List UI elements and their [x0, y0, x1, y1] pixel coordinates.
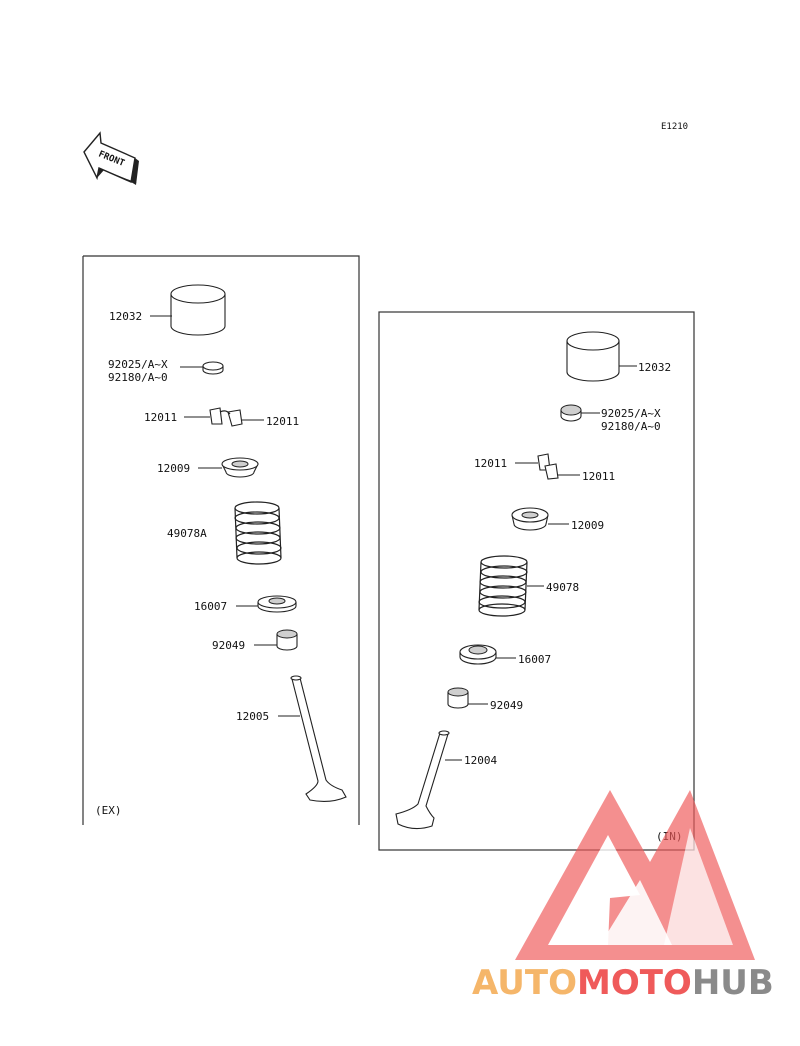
spring-49078-in [478, 555, 528, 617]
tappet-12032-ex [170, 284, 226, 336]
label-16007-ex: 16007 [194, 600, 227, 613]
label-12011-in-left: 12011 [474, 457, 507, 470]
front-arrow-icon: FRONT [83, 131, 139, 185]
watermark-text: AUTOMOTOHUB [472, 963, 774, 1003]
seat-16007-ex [257, 595, 297, 613]
exhaust-tag: (EX) [95, 804, 122, 817]
watermark-hub: HUB [692, 963, 774, 1003]
seal-92049-in [447, 687, 469, 709]
diagram-code: E1210 [661, 122, 688, 132]
label-92049-ex: 92049 [212, 639, 245, 652]
intake-frame [378, 311, 695, 851]
label-49078-in: 49078 [546, 581, 579, 594]
label-12032-in: 12032 [638, 361, 671, 374]
label-12011-in-right: 12011 [582, 470, 615, 483]
intake-panel: 12032 92025/A~X 92180/A~0 12011 12011 12… [378, 311, 695, 851]
watermark-moto: MOTO [577, 963, 692, 1003]
label-92180-in: 92180/A~0 [601, 420, 661, 433]
automotohub-logo [515, 790, 755, 960]
exhaust-panel: 12032 92025/A~X 92180/A~0 12011 12011 12… [82, 255, 360, 825]
seat-16007-in [459, 644, 497, 665]
label-12005-ex: 12005 [236, 710, 269, 723]
label-92025-ex: 92025/A~X [108, 358, 168, 371]
label-16007-in: 16007 [518, 653, 551, 666]
label-12009-ex: 12009 [157, 462, 190, 475]
label-92049-in: 92049 [490, 699, 523, 712]
label-12009-in: 12009 [571, 519, 604, 532]
keepers-12011-ex [209, 407, 243, 427]
retainer-12009-in [511, 507, 549, 531]
tappet-12032-in [566, 331, 620, 382]
valve-12005-ex [290, 675, 347, 803]
watermark-auto: AUTO [472, 963, 577, 1003]
retainer-12009-ex [221, 457, 259, 478]
label-92025-in: 92025/A~X [601, 407, 661, 420]
label-49078a-ex: 49078A [167, 527, 207, 540]
seal-92049-ex [276, 629, 298, 651]
shim-92025-ex [202, 361, 224, 375]
keepers-12011-in [537, 453, 559, 480]
label-12011-ex-left: 12011 [144, 411, 177, 424]
label-12032-ex: 12032 [109, 310, 142, 323]
label-92180-ex: 92180/A~0 [108, 371, 168, 384]
valve-12004-in [395, 730, 450, 830]
label-12004-in: 12004 [464, 754, 497, 767]
shim-92025-in [560, 404, 582, 422]
label-12011-ex-right: 12011 [266, 415, 299, 428]
exhaust-frame [82, 255, 360, 825]
spring-49078a-ex [234, 501, 282, 565]
